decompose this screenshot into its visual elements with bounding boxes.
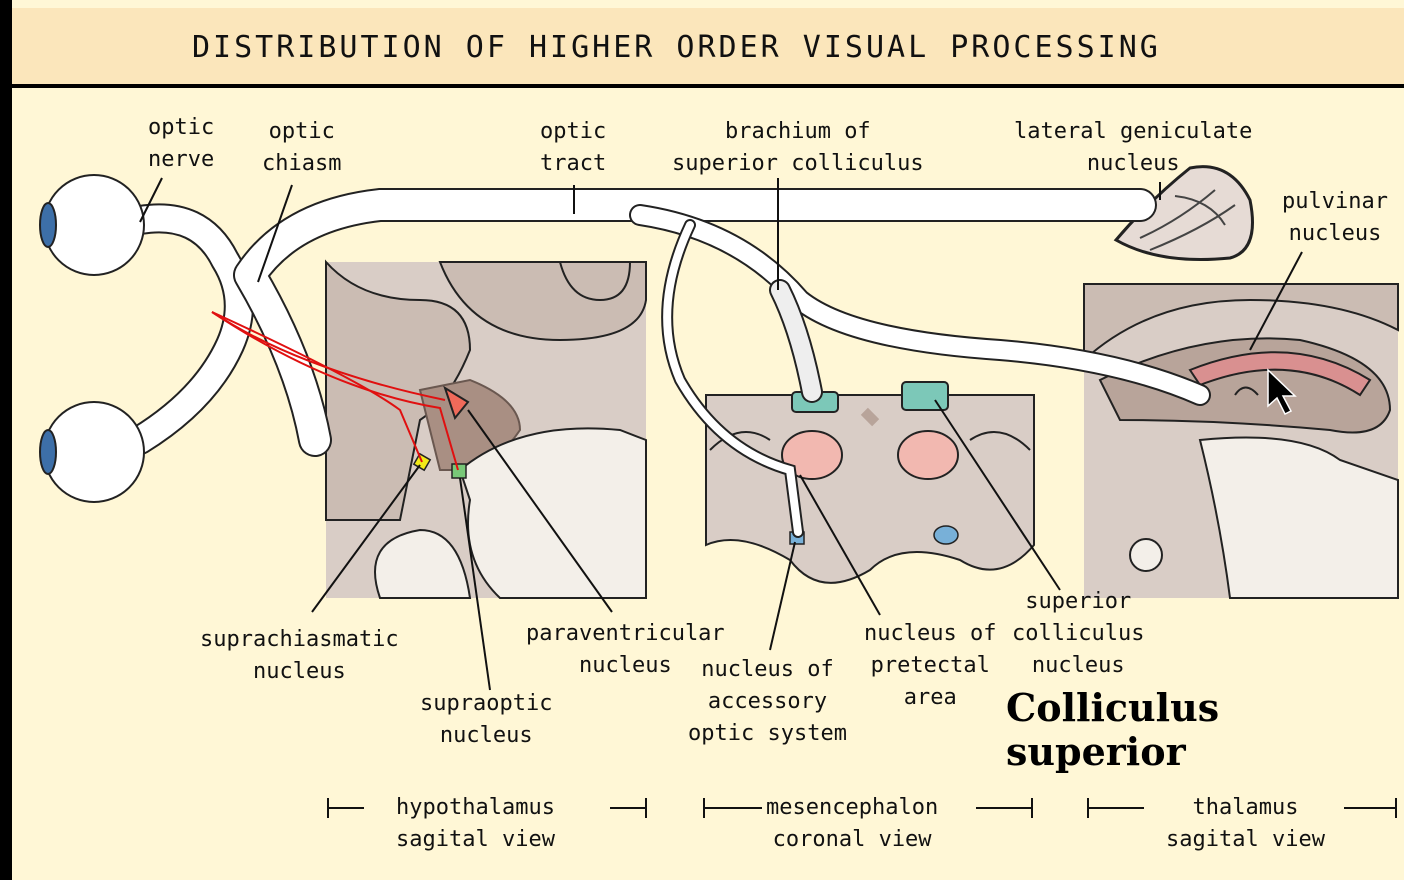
label-brachium-superior-colliculus: brachium of superior colliculus	[672, 116, 924, 180]
hypothalamus-panel	[326, 262, 646, 598]
label-accessory-optic-nucleus: nucleus of accessory optic system	[688, 654, 847, 750]
section-mesencephalon: mesencephalon coronal view	[766, 792, 938, 856]
label-supraoptic-nucleus: supraoptic nucleus	[420, 688, 552, 752]
label-colliculus-superior-annotation: Colliculus superior	[1006, 686, 1219, 774]
section-thalamus: thalamus sagital view	[1166, 792, 1325, 856]
label-pulvinar-nucleus: pulvinar nucleus	[1282, 186, 1388, 250]
label-optic-chiasm: optic chiasm	[262, 116, 341, 180]
label-lateral-geniculate-nucleus: lateral geniculate nucleus	[1014, 116, 1252, 180]
label-optic-nerve: optic nerve	[148, 112, 214, 176]
optic-tracts	[140, 205, 1200, 532]
label-optic-tract: optic tract	[540, 116, 606, 180]
thalamus-panel	[1084, 284, 1398, 598]
label-pretectal-nucleus: nucleus of pretectal area	[864, 618, 996, 714]
eye-bottom	[40, 402, 144, 502]
mesencephalon-panel	[706, 382, 1034, 583]
eye-top	[40, 175, 144, 275]
label-superior-colliculus-nucleus: superior colliculus nucleus	[1012, 586, 1144, 682]
section-hypothalamus: hypothalamus sagital view	[396, 792, 555, 856]
label-suprachiasmatic-nucleus: suprachiasmatic nucleus	[200, 624, 399, 688]
